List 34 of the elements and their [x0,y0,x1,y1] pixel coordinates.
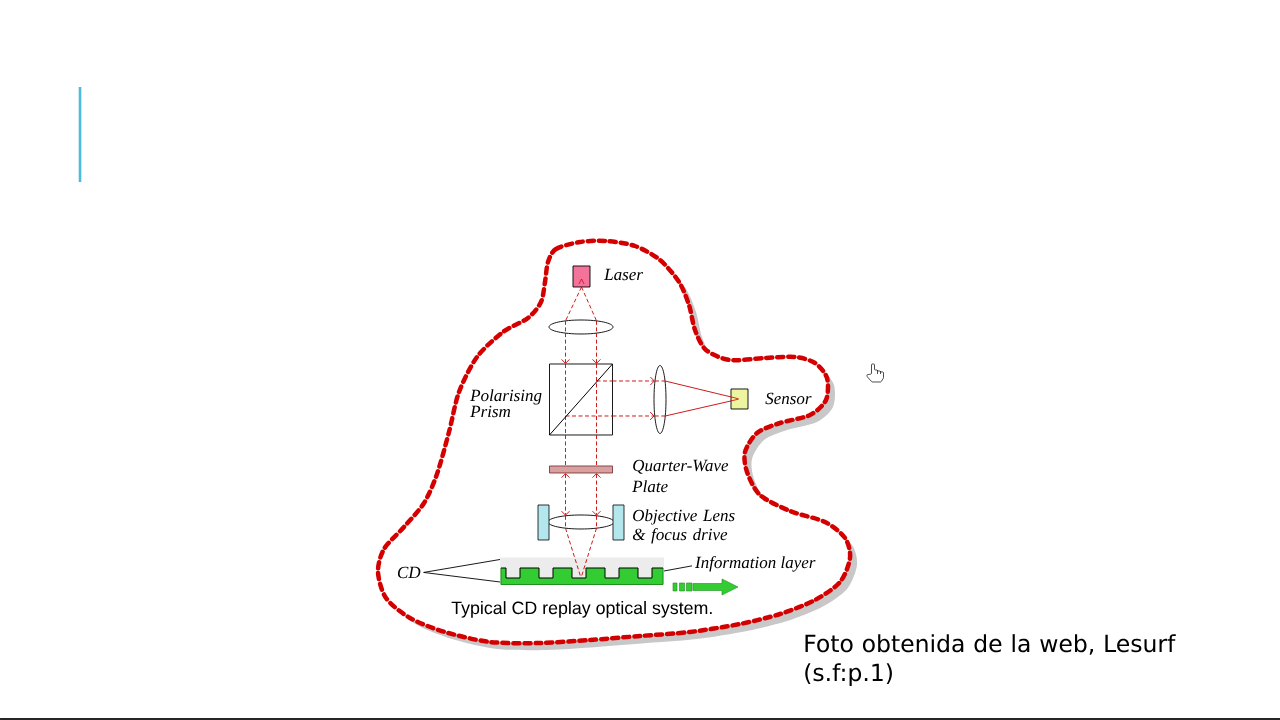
sensor-box [730,388,749,410]
light-ray [592,473,601,516]
light-ray [581,286,597,322]
light-ray [561,473,570,516]
part-label: CD [397,566,421,579]
leader-line [423,572,501,583]
lens [548,319,614,335]
lens [653,365,667,434]
part-label: Quarter-Wave Plate [632,459,729,493]
source-note: Foto obtenida de la web, Lesurf (s.f:p.1) [805,634,1176,686]
figure-caption: Typical CD replay optical system. [451,601,712,618]
prism-cube [549,363,613,436]
part-label: Information layer [694,556,816,572]
light-ray [664,400,732,417]
light-ray [565,434,566,467]
light-ray [580,527,597,579]
laser-box [572,265,591,288]
light-ray [565,286,582,322]
light-ray [561,332,570,364]
disc-cross-section [500,557,664,585]
part-label: Sensor [765,392,812,405]
light-ray [592,332,601,364]
light-ray [664,380,732,398]
objective-lens [537,504,625,541]
wave-plate [549,465,613,474]
part-label: Laser [604,268,643,281]
leader-line [423,559,501,573]
light-ray [596,434,597,467]
light-ray [612,376,655,386]
leader-line [663,565,693,572]
light-ray [565,527,582,579]
part-label: Polarising Prism [470,389,542,418]
light-ray [612,411,655,421]
part-label: Objective Lens & focus drive [632,509,735,544]
